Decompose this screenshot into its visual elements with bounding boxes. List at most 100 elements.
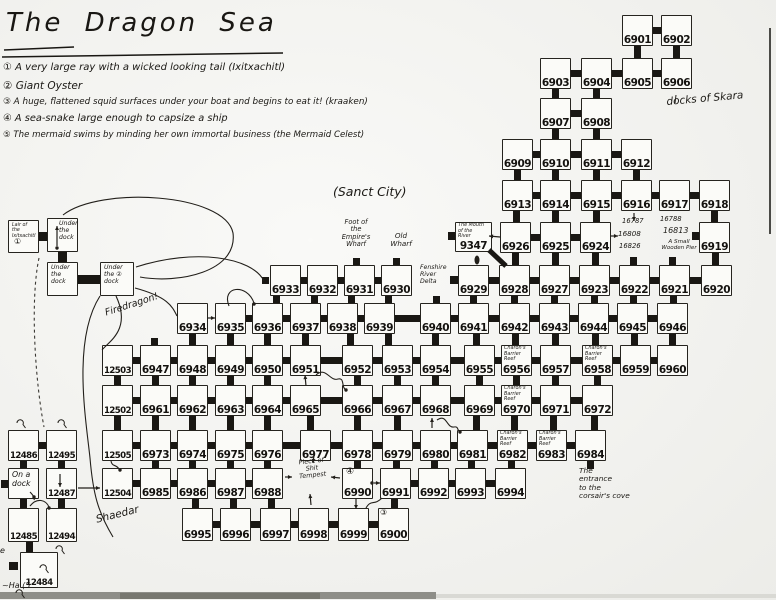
room-6993: 6993	[455, 468, 486, 499]
room-number: 6918	[700, 199, 729, 211]
room-6999: 6999	[338, 508, 369, 541]
legend-item-5: ⑤ The mermaid swims by minding her own i…	[3, 130, 365, 140]
room-number: 6974	[178, 449, 207, 461]
label-room-16787: 16787	[622, 217, 644, 225]
room-6941: 6941	[458, 303, 489, 334]
room-6951: 6951	[290, 345, 321, 376]
room-number: 6923	[580, 284, 609, 296]
room-number: 6994	[496, 487, 525, 499]
hand-curve	[62, 196, 234, 280]
room-number: 12504	[104, 489, 132, 499]
room-number: 6971	[541, 404, 570, 416]
connector	[394, 415, 401, 431]
room-6902: 6902	[661, 15, 692, 46]
room-number: 6984	[576, 449, 605, 461]
label-foot-of-empires-wharf: Foot of the Empire's Wharf	[341, 218, 371, 249]
room-number: 6916	[622, 199, 651, 211]
title-underline	[1, 52, 284, 58]
room-6910: 6910	[540, 139, 571, 170]
room-6968: 6968	[420, 385, 451, 416]
room-number: 6981	[458, 449, 487, 461]
room-number: 6919	[700, 241, 729, 253]
room-6927: 6927	[539, 265, 570, 296]
room-number: 6924	[581, 241, 610, 253]
room-6903: 6903	[540, 58, 571, 89]
spiral-mark	[16, 419, 26, 429]
hand-arrowhead	[308, 494, 313, 499]
room-number: 6990	[343, 487, 372, 499]
room-6932: 6932	[307, 265, 338, 296]
connector	[189, 415, 196, 431]
connector-stub	[353, 258, 360, 265]
connector-stub	[9, 562, 18, 570]
room-number: 6938	[328, 322, 357, 334]
room-6939: 6939	[364, 303, 395, 334]
room-6949: 6949	[215, 345, 246, 376]
room-number: 6920	[702, 284, 731, 296]
connector	[673, 45, 680, 59]
room-6973: 6973	[140, 430, 171, 461]
room-6975: 6975	[215, 430, 246, 461]
room-6948: 6948	[177, 345, 208, 376]
room-6987: 6987	[215, 468, 246, 499]
room-number: 6902	[662, 34, 691, 46]
circled-mark: ④	[346, 467, 355, 477]
room-12502: 12502	[102, 385, 133, 416]
room-hand-label: Under the ② dock	[104, 264, 123, 285]
hand-curve	[365, 497, 383, 509]
room-6918: 6918	[699, 180, 730, 211]
room-number: 6979	[383, 449, 412, 461]
room-number: 6908	[582, 117, 611, 129]
room-6995: 6995	[182, 508, 213, 541]
room-number: 6967	[383, 404, 412, 416]
room-lair: Lair of the Ixitxachitl	[8, 220, 39, 253]
room-number: 12505	[104, 451, 132, 461]
connector	[264, 415, 271, 431]
room-number: 6930	[382, 284, 411, 296]
room-number: 6963	[216, 404, 245, 416]
room-number: 6964	[253, 404, 282, 416]
connector	[511, 252, 519, 266]
room-6978: 6978	[342, 430, 373, 461]
hand-arrowhead	[430, 418, 434, 423]
room-number: 6925	[541, 241, 570, 253]
room-number: 12494	[48, 532, 76, 542]
room-ondock: On a dock	[8, 468, 39, 499]
room-6957: 6957	[540, 345, 571, 376]
room-6904: 6904	[581, 58, 612, 89]
room-6911: 6911	[581, 139, 612, 170]
room-6930: 6930	[381, 265, 412, 296]
room-6942: 6942	[499, 303, 530, 334]
room-6914: 6914	[540, 180, 571, 211]
room-caption: Charon's Barrier Reef	[539, 430, 561, 448]
label-docks-of-skara: docks of Skara	[665, 89, 744, 108]
room-number: 6987	[216, 487, 245, 499]
connector	[114, 415, 121, 431]
room-number: 12495	[48, 451, 76, 461]
connector	[320, 397, 343, 404]
room-number: 6939	[365, 322, 394, 334]
legend-item-2: ② Giant Oyster	[3, 80, 83, 92]
room-caption: Charon's Barrier Reef	[585, 345, 607, 363]
room-number: 6949	[216, 364, 245, 376]
connector-stub	[262, 277, 269, 284]
room-caption: Charon's Barrier Reef	[504, 385, 526, 403]
room-6981: 6981	[457, 430, 488, 461]
room-6962: 6962	[177, 385, 208, 416]
room-6945: 6945	[617, 303, 648, 334]
room-6913: 6913	[502, 180, 533, 211]
room-number: 6912	[622, 158, 651, 170]
room-6934: 6934	[177, 303, 208, 334]
room-6931: 6931	[344, 265, 375, 296]
room-number: 6945	[618, 322, 647, 334]
connector	[152, 415, 159, 431]
scan-bottom-band	[436, 594, 776, 598]
room-number: 6906	[662, 77, 691, 89]
label-room-16813: 16813	[663, 226, 689, 235]
room-number: 6913	[503, 199, 532, 211]
room-6925: 6925	[540, 222, 571, 253]
room-6946: 6946	[657, 303, 688, 334]
room-6950: 6950	[252, 345, 283, 376]
